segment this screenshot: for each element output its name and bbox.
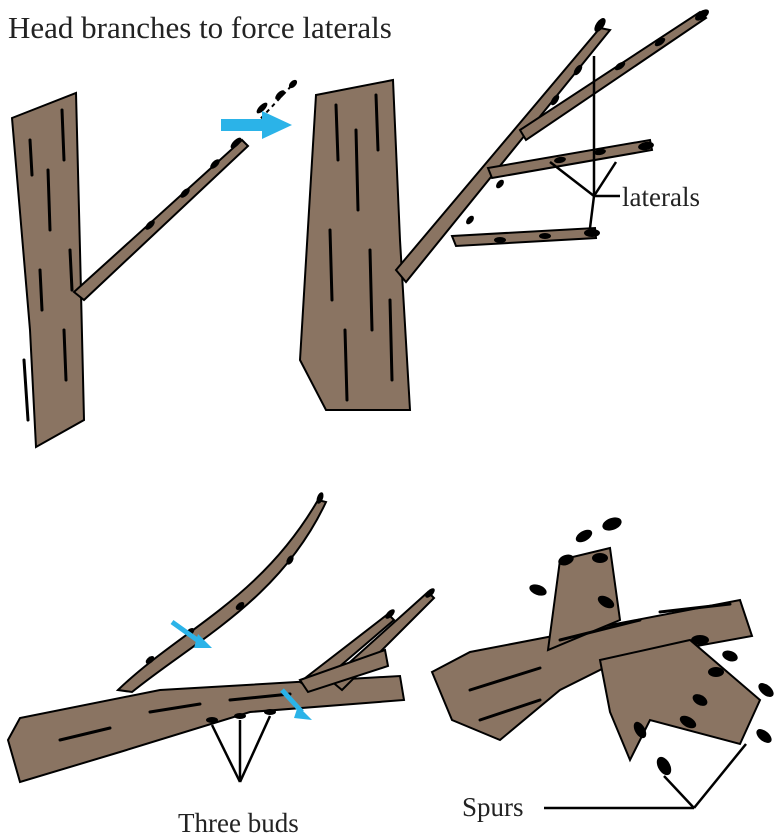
branch-1 — [74, 140, 248, 300]
trunk-1 — [12, 93, 84, 447]
laterals-label: laterals — [622, 182, 700, 212]
transition-arrow — [221, 111, 292, 139]
lateral-upper — [520, 12, 706, 140]
lateral-lower — [452, 228, 596, 246]
panel-before-heading — [12, 78, 299, 447]
spurs-label: Spurs — [462, 792, 524, 822]
panel-three-buds: Three buds — [8, 491, 436, 837]
three-buds-label: Three buds — [178, 808, 299, 837]
three-buds-callout — [212, 716, 270, 782]
limb-3 — [8, 676, 404, 782]
diagram-title: Head branches to force laterals — [8, 10, 392, 45]
panel-spurs: Spurs — [432, 515, 776, 822]
spurs-callout — [544, 744, 746, 808]
panel-after-heading: laterals — [300, 7, 711, 410]
